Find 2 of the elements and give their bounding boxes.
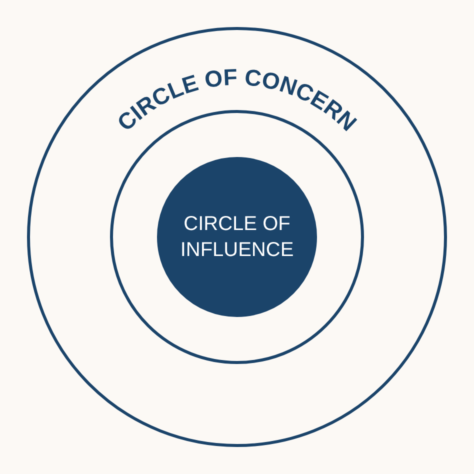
outlined-circle [27, 27, 447, 447]
circle-label: CIRCLE OF INFLUENCE [179, 212, 295, 263]
